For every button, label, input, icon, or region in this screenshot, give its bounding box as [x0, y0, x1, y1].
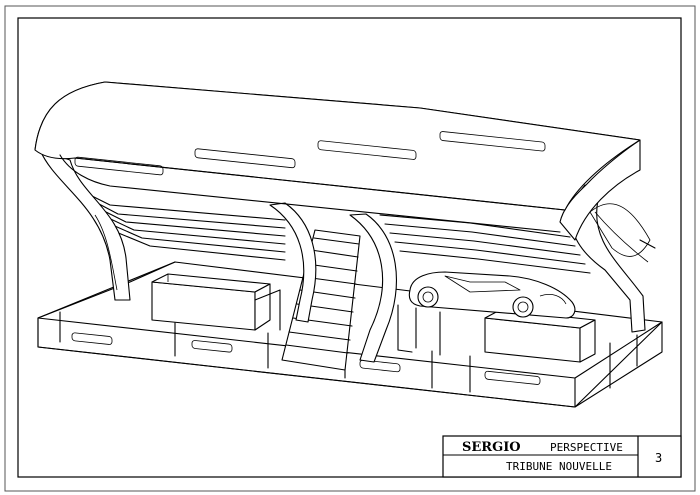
view-label: PERSPECTIVE [550, 441, 623, 454]
roof-canopy [34, 81, 651, 257]
seating-right [379, 214, 656, 274]
car [408, 271, 576, 319]
outer-frame [4, 5, 696, 492]
drawing-border [17, 17, 682, 478]
middle-supports [269, 202, 397, 363]
tribune-drawing [34, 81, 663, 408]
author-label: SERGIO [462, 440, 521, 455]
left-support [39, 149, 131, 301]
left-bench [151, 273, 271, 331]
project-label: TRIBUNE NOUVELLE [506, 460, 612, 473]
right-bench [484, 309, 596, 363]
floor-details [254, 289, 441, 356]
title-block: SERGIO PERSPECTIVE TRIBUNE NOUVELLE 3 [442, 435, 682, 478]
sheet-number: 3 [655, 451, 662, 465]
